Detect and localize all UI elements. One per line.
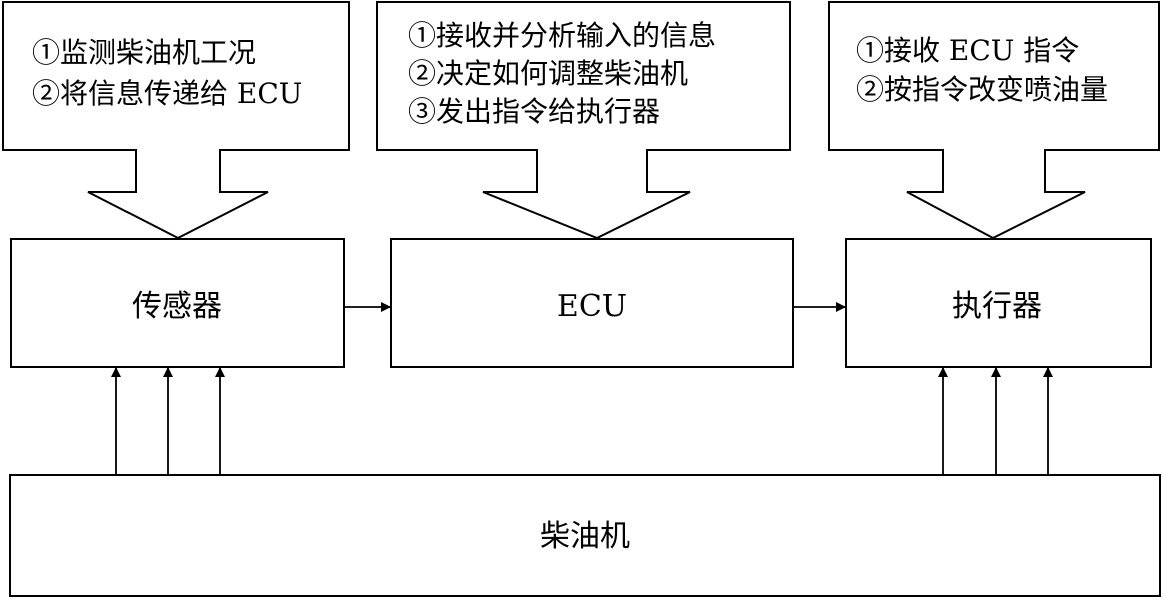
actuator-callout-shape xyxy=(828,1,1160,240)
sensor-callout-line-1: ①监测柴油机工况 xyxy=(32,36,256,69)
engine-label: 柴油机 xyxy=(540,519,630,554)
actuator-label: 执行器 xyxy=(952,289,1042,324)
actuator-callout-line-1: ①接收 ECU 指令 xyxy=(856,34,1079,67)
sensor-callout-shape xyxy=(2,1,350,240)
ecu-callout-line-1: ①接收并分析输入的信息 xyxy=(408,19,716,52)
ecu-callout-line-2: ②决定如何调整柴油机 xyxy=(408,57,688,90)
ecu-box xyxy=(390,238,794,368)
sensor-box xyxy=(10,238,345,368)
sensor-callout-line-2: ②将信息传递给 ECU xyxy=(32,77,302,110)
actuator-callout-line-2: ②按指令改变喷油量 xyxy=(856,73,1108,106)
sensor-label: 传感器 xyxy=(132,289,222,324)
ecu-callout-line-3: ③发出指令给执行器 xyxy=(408,95,660,128)
ecu-callout-shape xyxy=(376,1,791,240)
engine-box xyxy=(9,474,1161,597)
ecu-label: ECU xyxy=(557,289,627,324)
